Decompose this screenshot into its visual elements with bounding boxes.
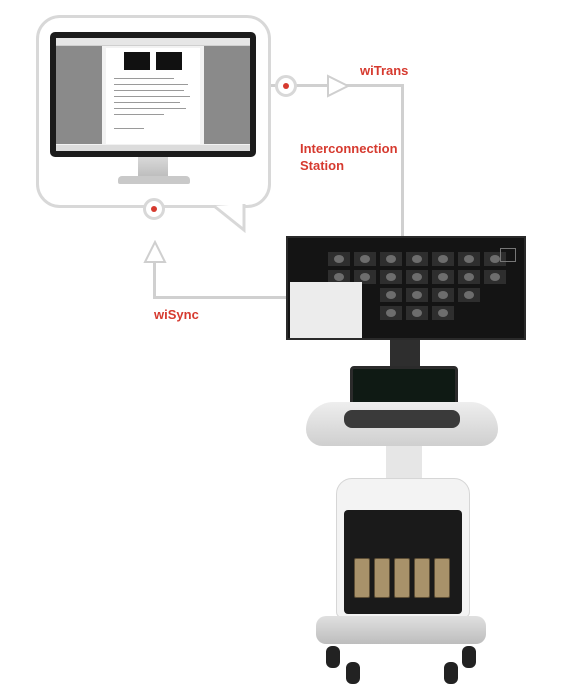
ultrasound-thumbnail (458, 288, 480, 302)
station-vertical-line (401, 84, 404, 236)
ultrasound-keyboard (344, 410, 460, 428)
ultrasound-thumbnail (432, 306, 454, 320)
report-text-line (114, 84, 188, 85)
interconnection-station-label: Interconnection Station (300, 140, 398, 174)
bubble-tail (213, 204, 246, 234)
wisync-label: wiSync (154, 307, 199, 322)
interconnection-label-line2: Station (300, 158, 345, 173)
ultrasound-thumbnail (328, 252, 350, 266)
ultrasound-thumbnail (432, 252, 454, 266)
ultrasound-thumbnail (354, 270, 376, 284)
ultrasound-thumbnail (380, 252, 402, 266)
ultrasound-thumbnail (406, 270, 428, 284)
monitor-stand-base (118, 176, 190, 184)
ultrasound-thumbnail (406, 288, 428, 302)
arrow-up-icon (143, 240, 167, 263)
wisync-connection-dot-icon (143, 198, 165, 220)
ultrasound-logo-icon (500, 248, 516, 262)
report-text-line (114, 102, 180, 103)
ultrasound-monitor-arm (390, 340, 420, 368)
ultrasound-touchscreen (350, 366, 458, 406)
ultrasound-thumbnail (458, 270, 480, 284)
report-text-line (114, 108, 186, 109)
ultrasound-cart-base (316, 616, 486, 644)
report-window-right-panel (204, 46, 250, 144)
desktop-screen (56, 38, 250, 151)
report-window-left-panel (56, 46, 102, 144)
ultrasound-thumbnail (380, 306, 402, 320)
monitor-stand-neck (138, 157, 168, 177)
report-text-line (114, 78, 174, 79)
report-window-statusbar (56, 145, 250, 151)
witrans-label: wiTrans (360, 63, 409, 78)
ultrasound-thumbnail (406, 252, 428, 266)
report-image-2 (156, 52, 182, 70)
wisync-vertical-line (153, 250, 156, 298)
witrans-connection-dot-icon (275, 75, 297, 97)
cart-wheel (462, 646, 476, 668)
probe-connector (394, 558, 410, 598)
probe-connector (434, 558, 450, 598)
ultrasound-column (386, 446, 422, 480)
ultrasound-thumbnail (432, 288, 454, 302)
desktop-monitor-icon (50, 32, 256, 157)
ultrasound-thumbnail (354, 252, 376, 266)
cart-wheel (346, 662, 360, 684)
probe-connector (354, 558, 370, 598)
interconnection-label-line1: Interconnection (300, 141, 398, 156)
wisync-line (153, 296, 286, 299)
report-text-line (114, 90, 184, 91)
ultrasound-thumbnail (484, 270, 506, 284)
report-image-1 (124, 52, 150, 70)
probe-connector (374, 558, 390, 598)
report-document (106, 48, 200, 144)
cart-wheel (326, 646, 340, 668)
ultrasound-thumbnail (458, 252, 480, 266)
ultrasound-report-window (290, 282, 362, 338)
report-text-line (114, 96, 190, 97)
probe-connector (414, 558, 430, 598)
ultrasound-thumbnail (380, 288, 402, 302)
ultrasound-monitor (286, 236, 526, 340)
cart-wheel (444, 662, 458, 684)
arrow-right-icon (327, 74, 351, 98)
ultrasound-thumbnail (432, 270, 454, 284)
report-text-line (114, 114, 164, 115)
ultrasound-thumbnail (328, 270, 350, 284)
ultrasound-thumbnail (380, 270, 402, 284)
ultrasound-thumbnail (406, 306, 428, 320)
report-text-line (114, 128, 144, 129)
report-window-toolbar (56, 38, 250, 46)
